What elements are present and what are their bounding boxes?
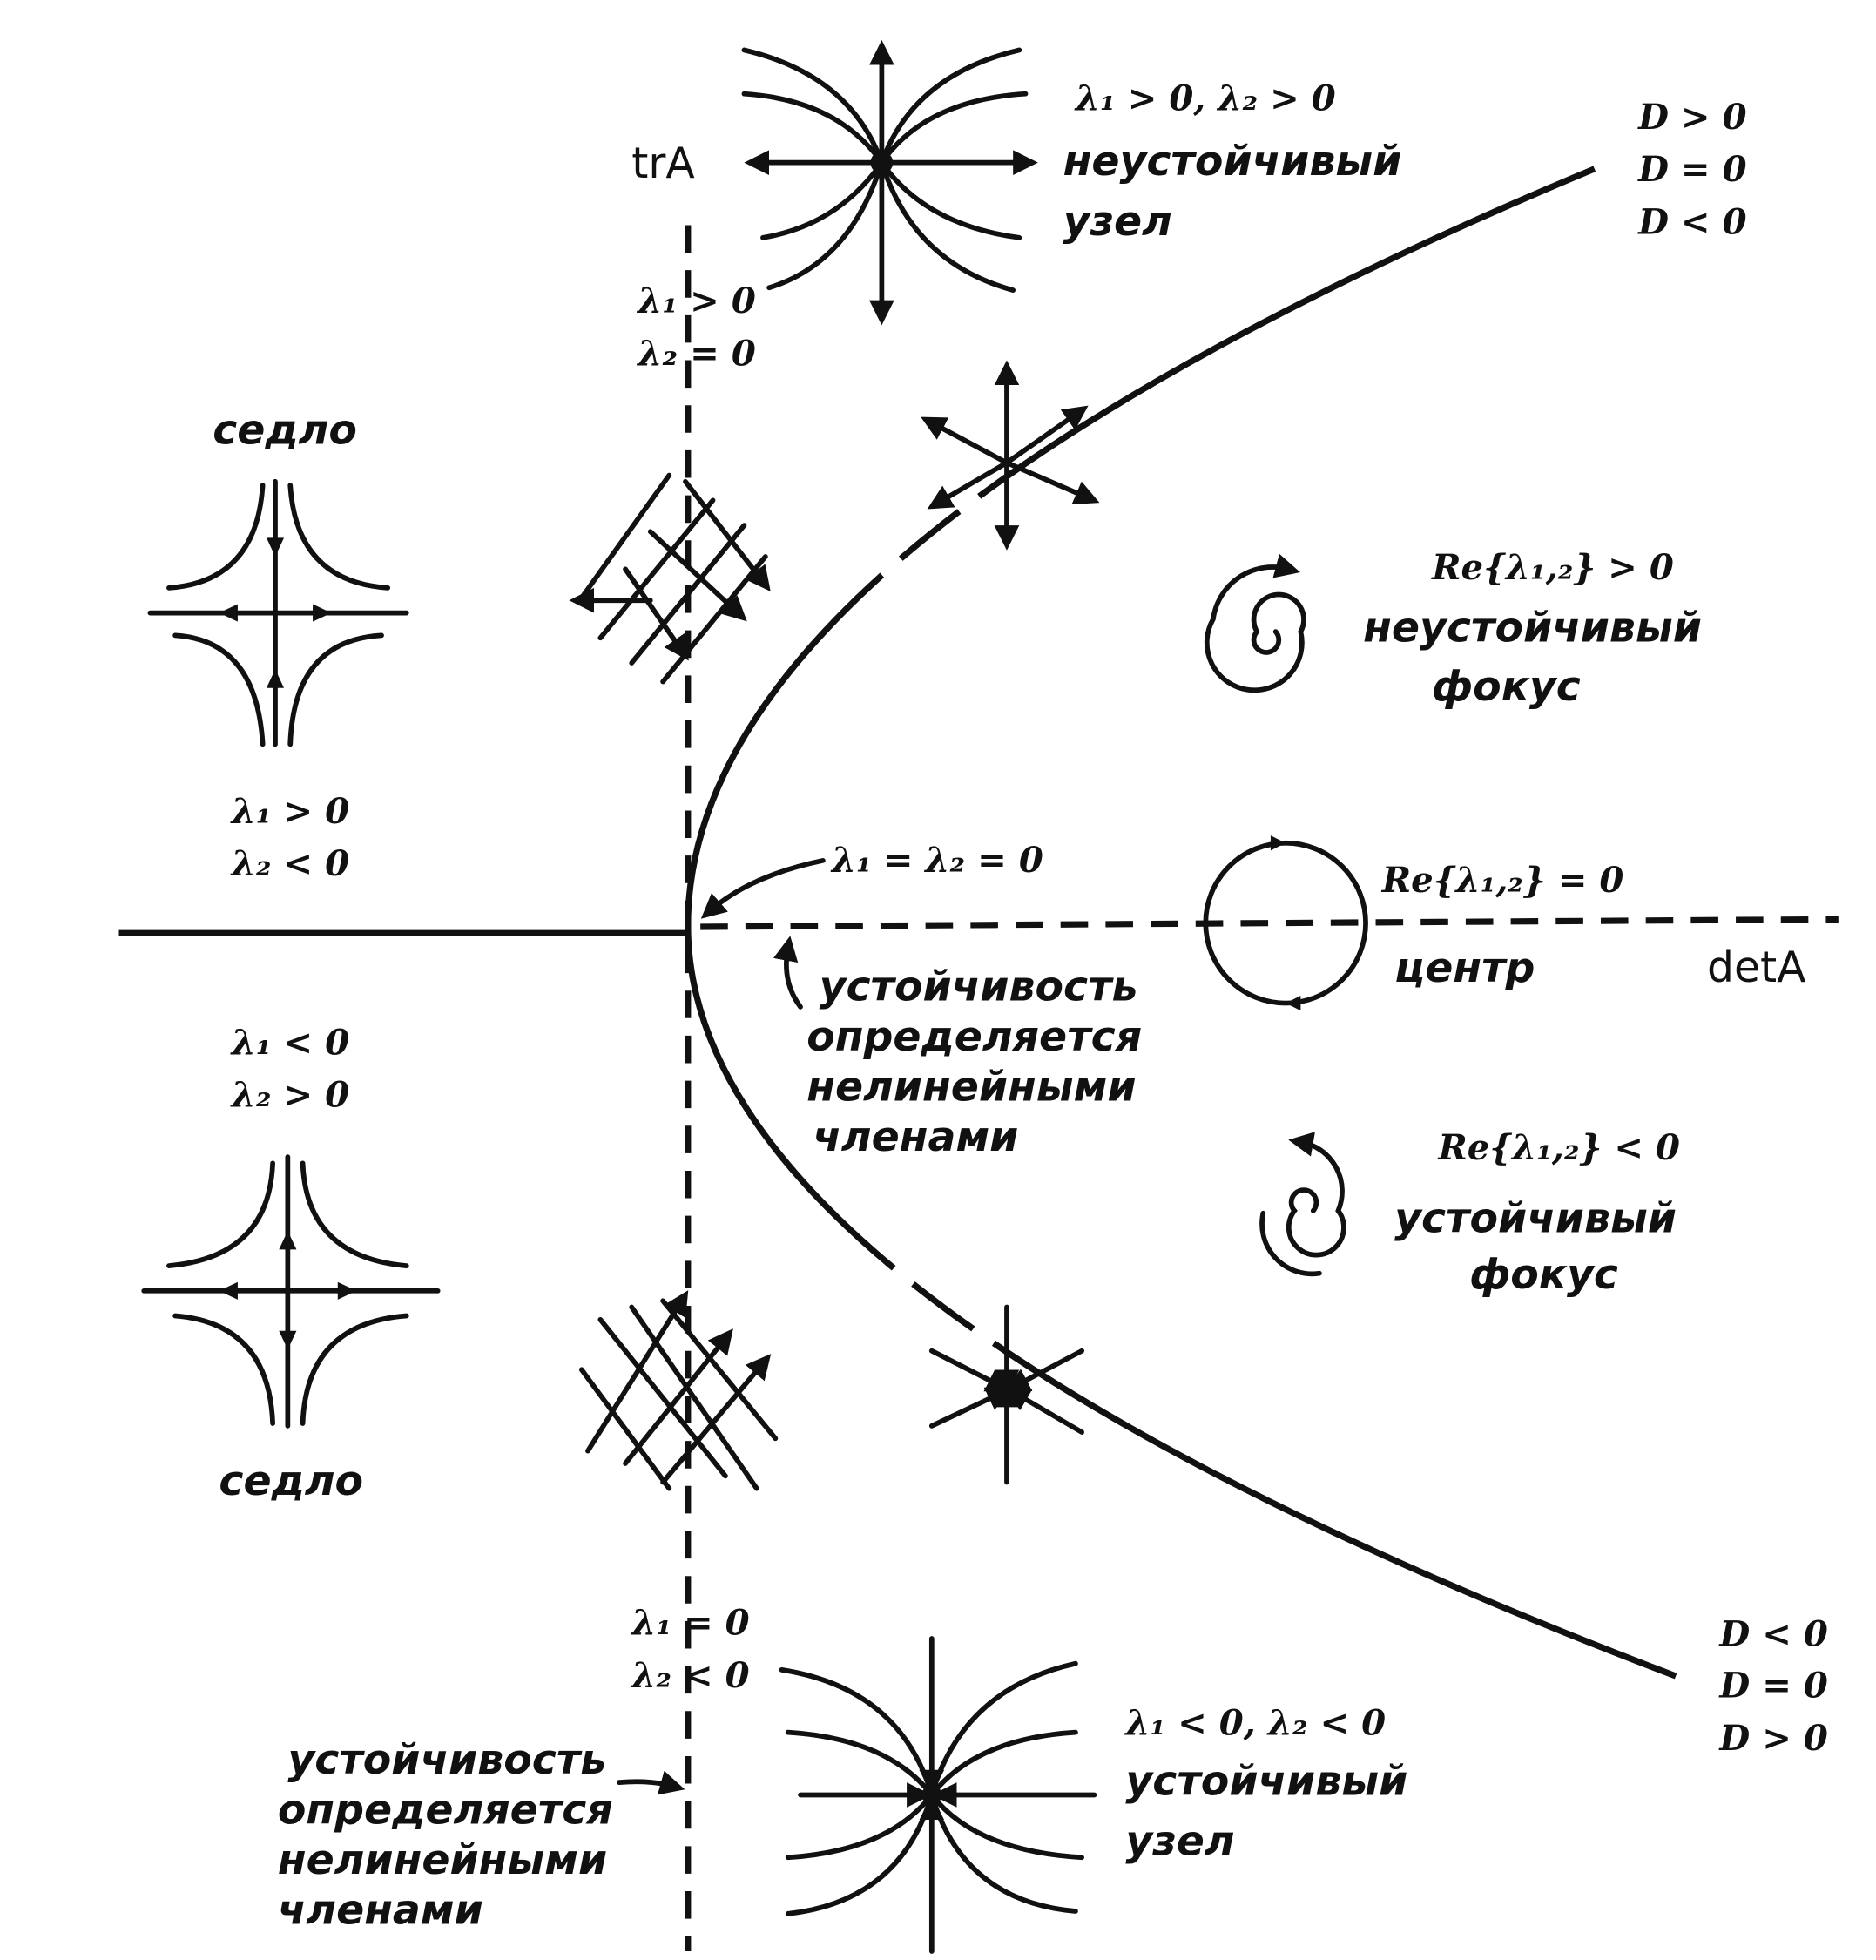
d-label-top-3: D < 0 [1637, 202, 1747, 243]
unstable-node-label-2: узел [1063, 198, 1172, 246]
unstable-focus-label-2: фокус [1432, 663, 1581, 711]
saddle-cond-lower-1: λ₁ < 0 [230, 1022, 349, 1063]
unstable-focus-spiral [1204, 553, 1306, 693]
saddle-top-label: седло [213, 407, 357, 455]
left-note-pointer-arrow [616, 1770, 685, 1795]
stable-node-condition: λ₁ < 0, λ₂ < 0 [1124, 1703, 1386, 1744]
degenerate-upper-portrait [569, 472, 771, 685]
note-right-1: устойчивость [820, 963, 1138, 1011]
tra-label: trA [631, 139, 695, 188]
saddle-bottom-label: седло [219, 1457, 363, 1505]
saddle-top-portrait [147, 478, 409, 747]
deta-label: detA [1707, 943, 1806, 992]
origin-pointer-arrow [700, 858, 826, 919]
note-left-2: определяется [278, 1786, 613, 1834]
upper-axis-cond-1: λ₁ > 0 [636, 280, 755, 321]
d-label-bottom-2: D = 0 [1718, 1665, 1828, 1706]
note-left-3: нелинейными [278, 1836, 607, 1884]
origin-condition: λ₁ = λ₂ = 0 [830, 840, 1043, 881]
degenerate-lower-portrait [578, 1290, 779, 1491]
unstable-focus-condition: Re{λ₁,₂} > 0 [1431, 547, 1674, 588]
stable-node-label-2: узел [1125, 1817, 1234, 1865]
parabola-d-zero [685, 166, 1677, 1680]
saddle-bottom-portrait [141, 1154, 441, 1429]
lower-axis-cond-1: λ₁ = 0 [630, 1603, 749, 1644]
stable-node-label-1: устойчивый [1125, 1757, 1407, 1805]
d-label-top-2: D = 0 [1637, 149, 1747, 190]
unstable-node-label-1: неустойчивый [1063, 138, 1402, 186]
deta-axis [118, 916, 1839, 936]
stable-focus-label-1: устойчивый [1394, 1194, 1677, 1242]
note-left-4: членами [278, 1886, 483, 1934]
d-label-bottom-1: D < 0 [1718, 1614, 1828, 1655]
unstable-node-portrait [741, 39, 1038, 326]
note-pointer-arrow [773, 936, 803, 1010]
stable-focus-condition: Re{λ₁,₂} < 0 [1437, 1127, 1680, 1168]
unstable-star-portrait [921, 360, 1100, 551]
note-right-2: определяется [806, 1013, 1142, 1061]
stable-focus-label-2: фокус [1469, 1251, 1618, 1299]
unstable-focus-label-1: неустойчивый [1363, 605, 1702, 652]
saddle-cond-upper-2: λ₂ < 0 [230, 843, 349, 884]
d-label-bottom-3: D > 0 [1718, 1718, 1828, 1759]
center-label: центр [1394, 944, 1535, 992]
note-right-4: членами [813, 1113, 1018, 1161]
note-left-1: устойчивость [287, 1736, 606, 1784]
stable-node-portrait [779, 1636, 1097, 1954]
d-label-top-1: D > 0 [1637, 97, 1747, 138]
note-right-3: нелинейными [806, 1064, 1136, 1112]
unstable-node-condition: λ₁ > 0, λ₂ > 0 [1074, 78, 1336, 118]
center-circle [1203, 835, 1368, 1011]
upper-axis-cond-2: λ₂ = 0 [636, 333, 755, 374]
saddle-cond-lower-2: λ₂ > 0 [230, 1075, 349, 1116]
lower-axis-cond-2: λ₂ < 0 [630, 1655, 749, 1696]
saddle-cond-upper-1: λ₁ > 0 [230, 791, 349, 832]
stable-star-portrait [928, 1304, 1084, 1485]
stable-focus-spiral [1259, 1132, 1346, 1277]
center-condition: Re{λ₁,₂} = 0 [1381, 860, 1624, 901]
